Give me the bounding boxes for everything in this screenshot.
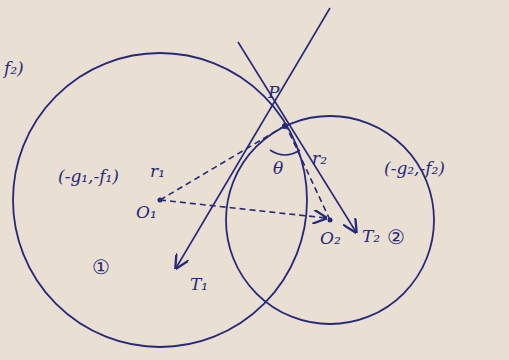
circle-region: ① [12,52,308,348]
circle-outline [12,52,308,348]
radius-line [287,128,330,220]
center-point [158,198,163,203]
center-label: O₂ [320,230,341,247]
angle-arc [270,150,300,155]
tangent-label: T₂ [362,228,380,245]
circle-number: ② [387,227,405,247]
radius-line [160,127,283,200]
angle-label: θ [273,160,283,177]
circle-outline [225,115,435,325]
point-label: P [268,84,279,101]
coordinate-label: (-g₁,-f₁) [58,168,119,185]
circle-region: ② [225,115,435,325]
circle-outline [226,116,434,324]
center-label: O₁ [136,204,157,221]
coordinate-label: (-g₂,-f₂) [384,160,445,177]
tangent-line [238,42,356,232]
circle-number: ① [92,257,110,277]
center-point [328,218,333,223]
circle-outline [13,53,307,347]
radius-label: r₁ [150,163,165,180]
tangent-label: T₁ [190,276,208,293]
radius-label: r₂ [312,150,327,167]
tangent-line [176,8,330,268]
figure-number: f₂) [4,60,24,77]
center-line [160,200,326,218]
